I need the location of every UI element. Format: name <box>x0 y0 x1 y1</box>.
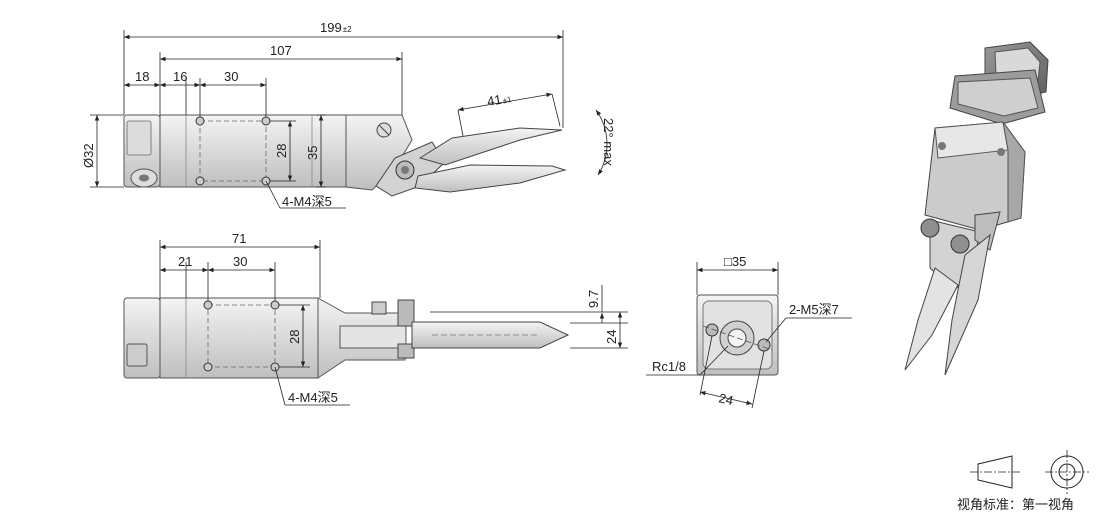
side-screw-head-icon <box>371 301 387 315</box>
end-tapped-hole-1 <box>705 323 719 337</box>
render-right-blade <box>944 233 991 376</box>
top-view-labels: 199±2 107 18 16 30 28 35 Ø32 41±1 22° ma… <box>81 20 616 209</box>
top-mount-hole-1 <box>195 116 205 126</box>
svg-text:30: 30 <box>224 69 238 84</box>
top-view <box>123 114 567 197</box>
svg-text:18: 18 <box>135 69 149 84</box>
isometric-render <box>904 41 1049 376</box>
end-view <box>696 294 779 376</box>
svg-text:28: 28 <box>287 330 302 344</box>
side-mount-hole-3 <box>203 362 213 372</box>
svg-text:16: 16 <box>173 69 187 84</box>
svg-text:107: 107 <box>270 43 292 58</box>
svg-text:9.7: 9.7 <box>586 290 601 308</box>
top-body <box>159 114 347 188</box>
svg-text:22° max: 22° max <box>601 118 616 166</box>
top-upper-blade <box>418 127 563 166</box>
top-view-dimensions <box>90 30 608 209</box>
projection-symbol <box>970 450 1089 494</box>
svg-text:71: 71 <box>232 231 246 246</box>
top-mount-hole-2 <box>261 116 271 126</box>
render-pivot-screw-icon <box>920 218 940 238</box>
svg-text:21: 21 <box>178 254 192 269</box>
svg-text:24: 24 <box>604 330 619 344</box>
side-mount-hole-2 <box>270 300 280 310</box>
svg-text:4-M4深5: 4-M4深5 <box>288 390 338 405</box>
end-view-labels: □35 2-M5深7 Rc1/8 24 <box>652 254 839 408</box>
svg-text:28: 28 <box>274 144 289 158</box>
render-left-blade <box>904 267 959 371</box>
svg-text:199±2: 199±2 <box>320 20 352 35</box>
side-mount-hole-1 <box>203 300 213 310</box>
svg-text:□35: □35 <box>724 254 746 269</box>
svg-text:35: 35 <box>305 146 320 160</box>
first-angle-circle-icon <box>1045 450 1089 494</box>
svg-text:4-M4深5: 4-M4深5 <box>282 194 332 209</box>
top-lower-blade <box>414 164 567 193</box>
top-mount-hole-3 <box>195 176 205 186</box>
end-tapped-hole-2 <box>757 338 771 352</box>
svg-text:24: 24 <box>717 390 734 408</box>
svg-text:Rc1/8: Rc1/8 <box>652 359 686 374</box>
side-view-labels: 71 21 30 28 9.7 24 4-M4深5 <box>178 231 619 405</box>
svg-text:Ø32: Ø32 <box>81 143 96 168</box>
svg-text:2-M5深7: 2-M5深7 <box>789 302 839 317</box>
svg-text:41±1: 41±1 <box>486 90 513 109</box>
end-view-dimensions <box>646 262 852 409</box>
projection-standard-label: 视角标准：第一视角 <box>957 498 1074 513</box>
side-view <box>123 297 570 379</box>
side-view-dimensions <box>159 240 628 406</box>
svg-text:30: 30 <box>233 254 247 269</box>
